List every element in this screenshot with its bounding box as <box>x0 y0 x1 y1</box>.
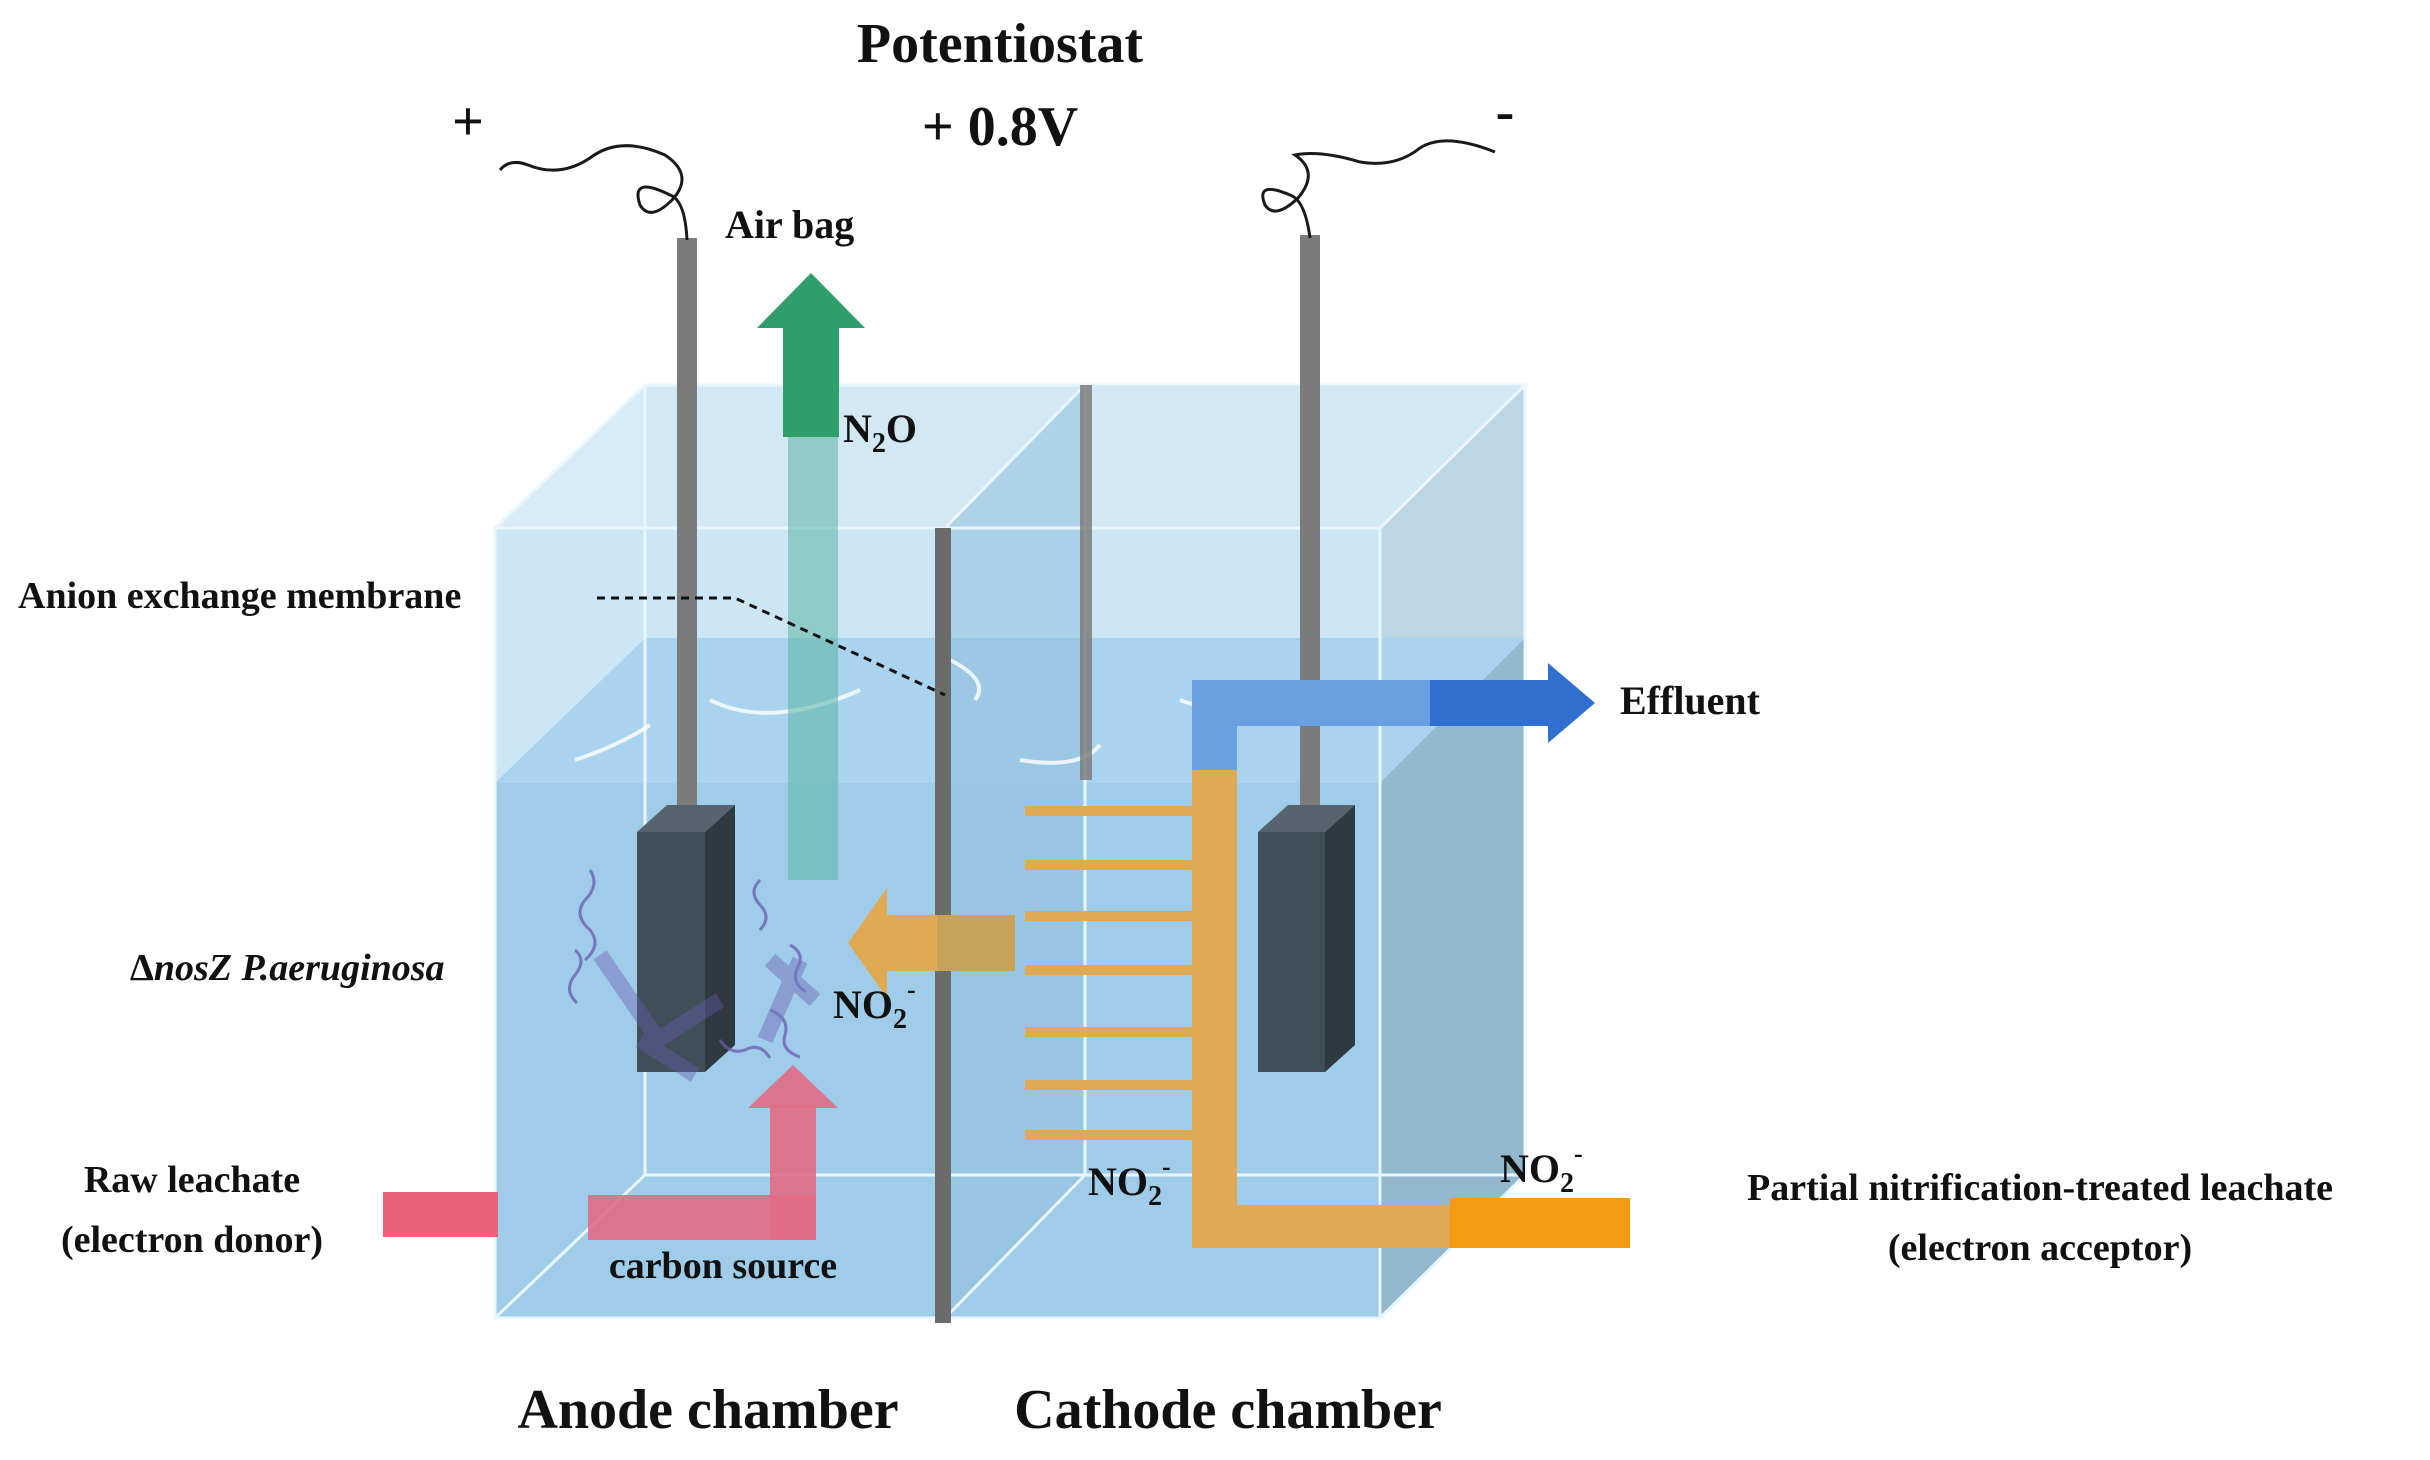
nitrite-arrow-shaft <box>930 915 1015 971</box>
anode-wire <box>498 144 689 241</box>
n2o-label: N2O <box>843 406 917 459</box>
nitrite-label-anode: NO2- <box>833 975 916 1035</box>
raw-leachate-line2: (electron donor) <box>61 1219 323 1261</box>
carbon-source-vertical <box>770 1105 816 1240</box>
cathode-wire <box>1261 139 1496 239</box>
partial-leachate-line2: (electron acceptor) <box>1888 1227 2192 1269</box>
negative-terminal: - <box>1496 81 1515 143</box>
partial-leachate-line1: Partial nitrification-treated leachate <box>1747 1167 2333 1209</box>
nitrite-arrow-shaft-front <box>885 915 937 971</box>
voltage-label: + 0.8V <box>922 96 1078 158</box>
effluent-arrow-head <box>1548 663 1595 743</box>
nitrite-label-feed: NO2- <box>1500 1139 1583 1199</box>
raw-leachate-inlet <box>383 1192 498 1237</box>
anode-chamber-label: Anode chamber <box>517 1379 898 1441</box>
n2o-arrow-head <box>757 273 865 328</box>
effluent-arrow-shaft <box>1430 680 1550 726</box>
carbon-source-arrow-head <box>748 1065 838 1108</box>
cathode-electrode <box>1258 805 1355 1072</box>
bacteria-cluster <box>568 869 821 1082</box>
bacteria-label: ΔnosZ P.aeruginosa <box>130 947 445 989</box>
potentiostat-label: Potentiostat <box>857 13 1144 75</box>
membrane-back-edge <box>1080 385 1092 780</box>
positive-terminal: + <box>452 91 484 153</box>
membrane-label: Anion exchange membrane <box>18 575 461 617</box>
nitrite-label-cathode: NO2- <box>1088 1152 1171 1212</box>
effluent-label: Effluent <box>1620 678 1761 723</box>
air-bag-label: Air bag <box>725 202 854 247</box>
n2o-arrow-faded <box>788 435 838 880</box>
membrane-leader-line <box>597 596 946 697</box>
n2o-arrow-shaft <box>783 325 839 437</box>
cathode-rod <box>1300 235 1320 820</box>
nitrite-distributor <box>1025 770 1452 1248</box>
effluent-pipe-horizontal <box>1192 680 1432 726</box>
cathode-chamber-label: Cathode chamber <box>1014 1379 1442 1441</box>
cathode-tint <box>945 385 1085 1318</box>
anode-rod <box>677 238 697 818</box>
carbon-source-label: carbon source <box>609 1245 837 1287</box>
partial-feed-inlet <box>1450 1198 1630 1248</box>
water-right-face <box>1380 638 1525 1318</box>
anode-electrode <box>637 805 735 1072</box>
raw-leachate-line1: Raw leachate <box>84 1159 300 1201</box>
nitrite-arrow-head <box>848 888 887 998</box>
